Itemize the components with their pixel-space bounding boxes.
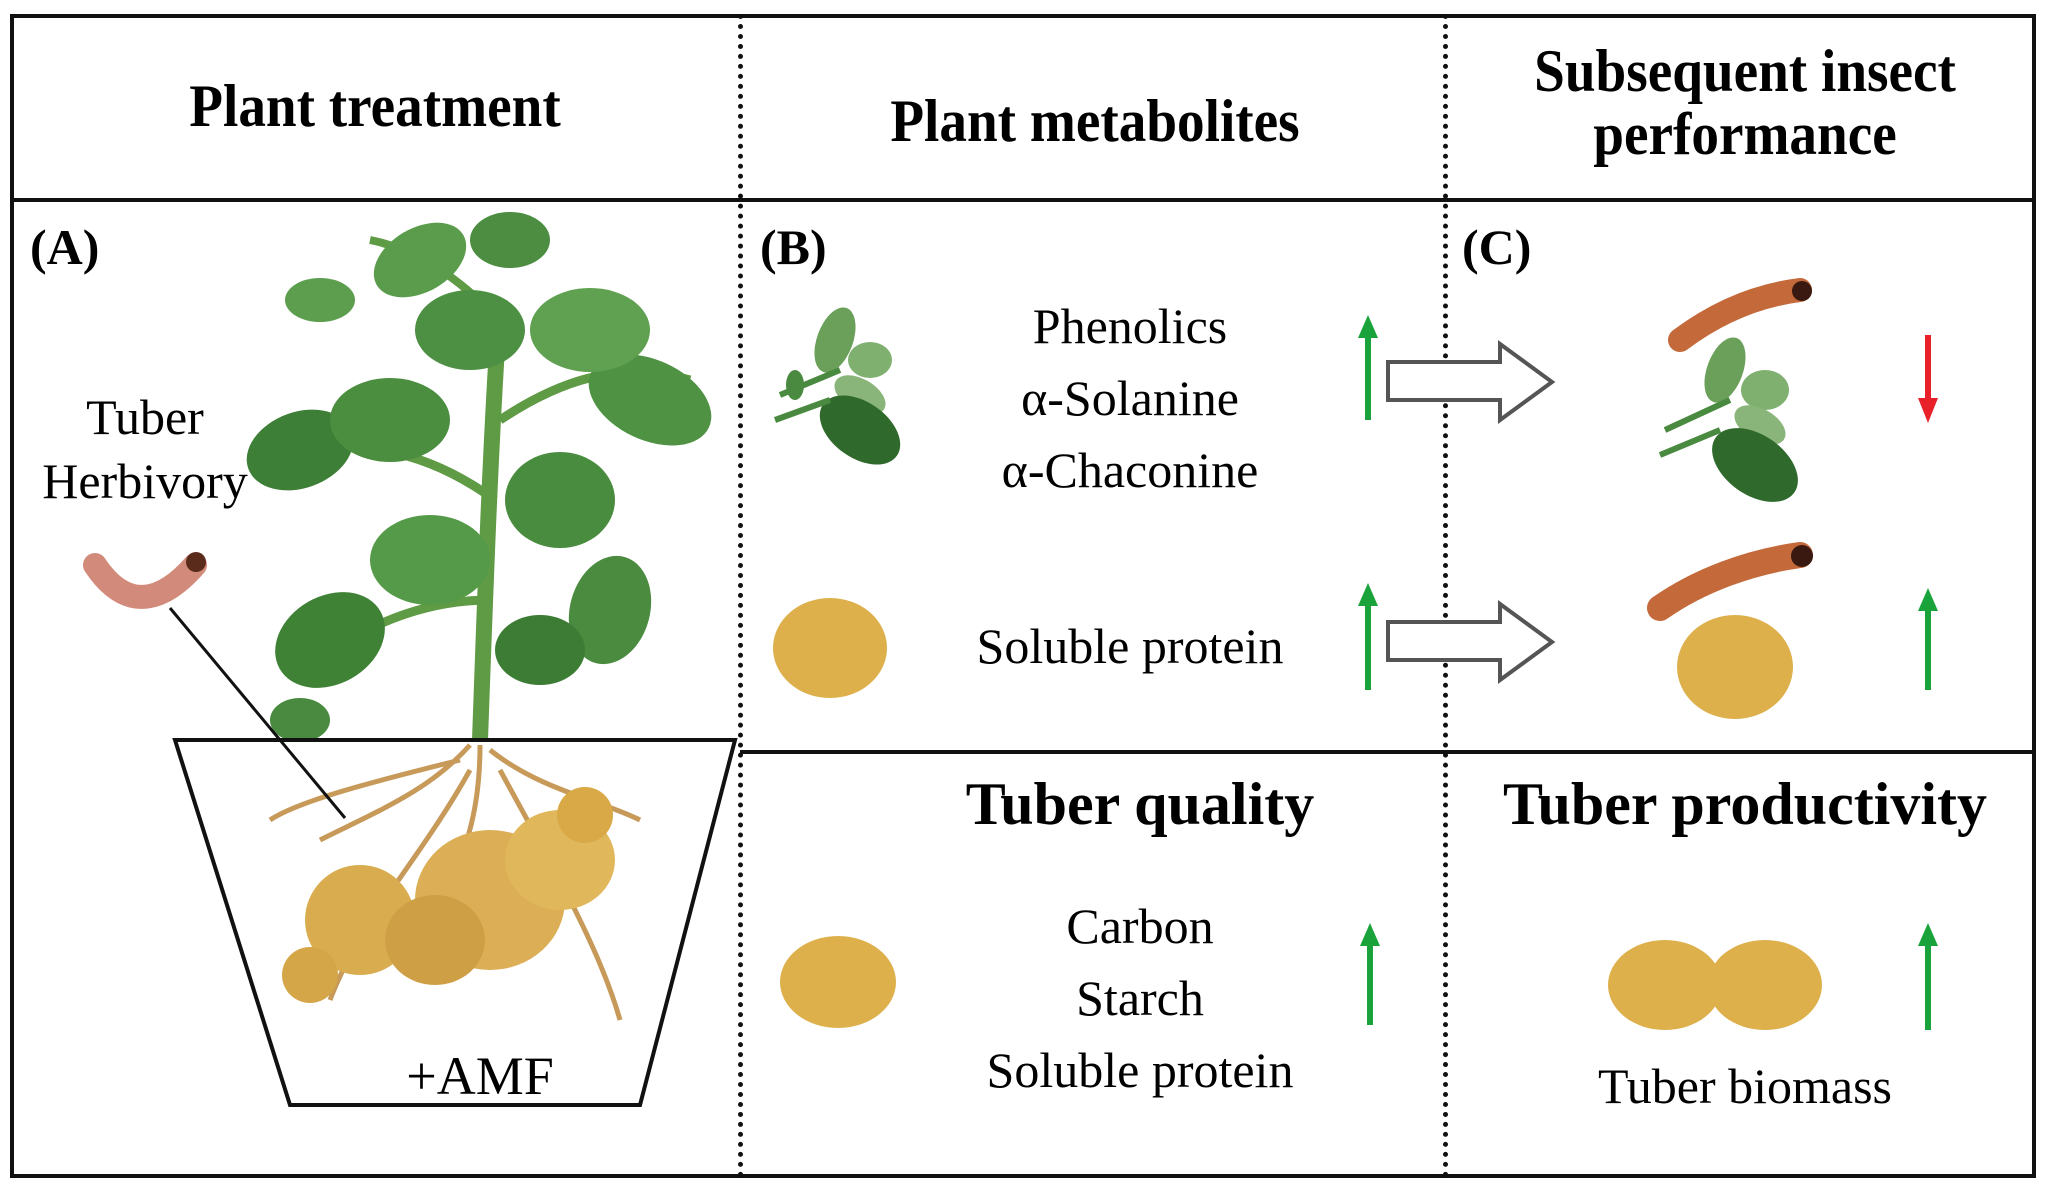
- header-insect-line1: Subsequent insect: [1534, 38, 1956, 104]
- tuber-productivity-title: Tuber productivity: [1502, 771, 1987, 837]
- panel-a-label: (A): [30, 219, 100, 275]
- larva-head: [1791, 545, 1813, 567]
- tuber-herbivory-line1: Tuber: [86, 389, 204, 445]
- tuber-icon: [1708, 940, 1822, 1030]
- larva-icon: [83, 553, 207, 609]
- column-divider-1: [738, 14, 743, 1178]
- tuber-herbivory-label: Tuber Herbivory: [30, 385, 260, 513]
- header-insect-performance: Subsequent insect performance: [1474, 40, 2017, 166]
- larva-icon: [1647, 542, 1813, 621]
- increase-arrow-icon: [1918, 588, 1938, 690]
- increase-arrow-icon: [1358, 583, 1378, 690]
- quality-divider: [740, 750, 2036, 754]
- leaf-icon: [1658, 337, 1798, 502]
- tuber-icon: [1608, 940, 1722, 1030]
- tuber-biomass-label: Tuber biomass: [1597, 1058, 1893, 1114]
- potato-plant-icon: [246, 212, 712, 742]
- tuber-icon: [1677, 615, 1793, 719]
- increase-arrow-icon: [1918, 923, 1938, 1030]
- metabolite-alpha-solanine: α-Solanine: [1021, 370, 1239, 426]
- link-arrow-icon: [1386, 340, 1556, 424]
- tuber-quality-list: Carbon Starch Soluble protein: [940, 890, 1340, 1106]
- larva-head: [1792, 281, 1812, 301]
- quality-starch: Starch: [1076, 970, 1204, 1026]
- panel-b-label: (B): [760, 219, 827, 275]
- panel-c-label: (C): [1462, 219, 1532, 275]
- header-plant-metabolites: Plant metabolites: [890, 88, 1300, 154]
- header-divider: [10, 198, 2036, 202]
- metabolite-alpha-chaconine: α-Chaconine: [1001, 442, 1259, 498]
- herbivory-pointer-line: [168, 607, 347, 819]
- tuber-quality-title: Tuber quality: [965, 771, 1315, 837]
- potato-roots-tubers-icon: [268, 743, 642, 1021]
- tuber-icon: [773, 598, 887, 698]
- header-plant-treatment: Plant treatment: [189, 73, 561, 139]
- decrease-arrow-icon: [1918, 335, 1938, 423]
- leaf-icon: [773, 307, 901, 465]
- larva-icon: [1668, 278, 1812, 352]
- quality-carbon: Carbon: [1066, 898, 1214, 954]
- quality-soluble-protein: Soluble protein: [986, 1042, 1294, 1098]
- tuber-icon: [780, 936, 896, 1028]
- header-insect-line2: performance: [1593, 101, 1897, 167]
- diagram-frame: [10, 14, 2036, 1178]
- tuber-metabolite: Soluble protein: [976, 618, 1284, 674]
- link-arrow-icon: [1386, 600, 1556, 684]
- pot-outline: [172, 738, 738, 1107]
- increase-arrow-icon: [1360, 923, 1380, 1025]
- larva-head: [186, 552, 206, 572]
- increase-arrow-icon: [1358, 315, 1378, 420]
- leaf-metabolites-list: Phenolics α-Solanine α-Chaconine: [960, 290, 1300, 506]
- metabolite-phenolics: Phenolics: [1032, 298, 1228, 354]
- column-divider-2: [1443, 14, 1448, 1178]
- tuber-herbivory-line2: Herbivory: [42, 453, 248, 509]
- amf-treatment-label: +AMF: [406, 1046, 554, 1106]
